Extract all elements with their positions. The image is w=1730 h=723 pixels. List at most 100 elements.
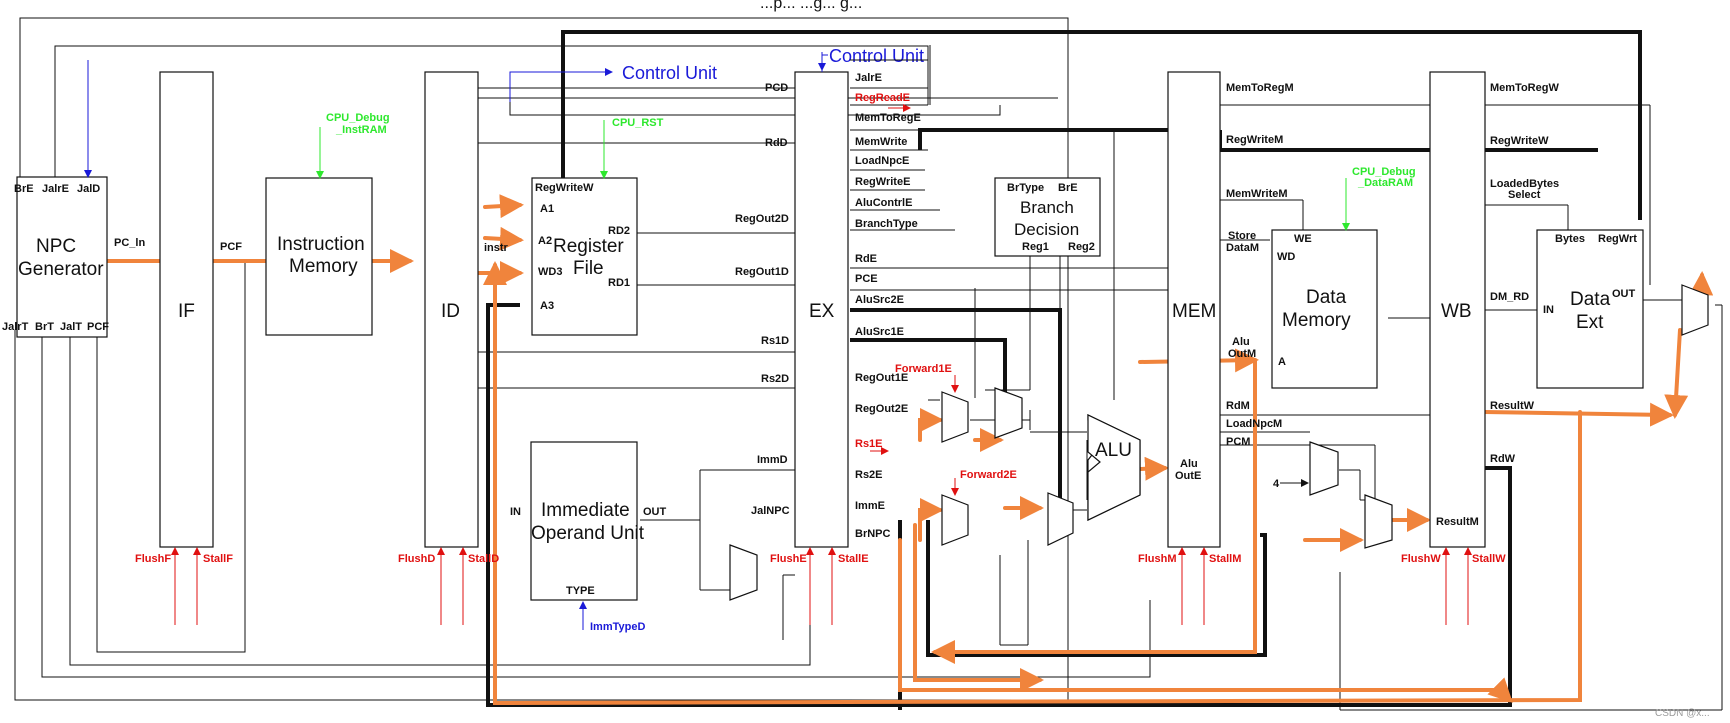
dext-port-in: IN	[1543, 304, 1554, 316]
debug-dataram-2: _DataRAM	[1357, 177, 1413, 189]
dmem-title-1: Data	[1306, 287, 1347, 308]
register-file: Register File RegWriteW A1 A2 WD3 A3 RD2…	[531, 177, 638, 336]
imm-type-label: ImmTypeD	[590, 621, 645, 633]
sig-loadedbytes: LoadedBytes	[1490, 178, 1559, 190]
flushw-label: FlushW	[1401, 553, 1441, 565]
sig-pcm: PCM	[1226, 436, 1250, 448]
mux-alusrc2	[1047, 492, 1074, 546]
sig-regreade: RegReadE	[855, 92, 910, 104]
regfile-title-1: Register	[553, 236, 624, 257]
sig-pce: PCE	[855, 273, 878, 285]
npc-port-brt: BrT	[35, 321, 54, 333]
npc-generator: NPC Generator BrE JalrE JalD JalrT BrT J…	[2, 176, 109, 338]
if-stage: IF	[159, 71, 214, 548]
regfile-port-wd3: WD3	[538, 266, 562, 278]
debug-instram-2: _InstRAM	[335, 124, 387, 136]
id-label: ID	[441, 301, 460, 322]
dmem-port-we: WE	[1294, 233, 1312, 245]
imm-title-2: Operand Unit	[531, 523, 645, 544]
stallm-label: StallM	[1209, 553, 1241, 565]
mem-signal-labels: MemToRegM RegWriteM MemWriteM Store Data…	[1175, 82, 1294, 482]
imem-title-2: Memory	[289, 256, 358, 277]
forward-muxes	[729, 284, 1709, 601]
sig-resultw: ResultW	[1490, 400, 1535, 412]
feedback-wires	[14, 17, 1151, 701]
debug-instram-1: CPU_Debug	[326, 112, 390, 124]
sig-branchtype: BranchType	[855, 218, 918, 230]
dext-port-out: OUT	[1612, 288, 1636, 300]
mux-pcplus4	[1309, 441, 1339, 496]
dext-title-2: Ext	[1576, 312, 1604, 333]
control-unit-label-1: Control Unit	[622, 63, 717, 83]
sig-regout2d: RegOut2D	[735, 213, 789, 225]
regfile-port-rd2: RD2	[608, 225, 630, 237]
sig-regwritee: RegWriteE	[855, 176, 910, 188]
branch-port-bre: BrE	[1058, 182, 1078, 194]
dmem-port-a: A	[1278, 356, 1286, 368]
stalle-label: StallE	[838, 553, 869, 565]
imm-port-in: IN	[510, 506, 521, 518]
sig-rs1e: Rs1E	[855, 438, 883, 450]
sig-rs2d: Rs2D	[761, 373, 789, 385]
sig-alucontrle: AluContrlE	[855, 197, 912, 209]
sig-regout2e: RegOut2E	[855, 403, 908, 415]
ex-label: EX	[809, 301, 835, 322]
sig-immd: ImmD	[757, 454, 788, 466]
dmem-title-2: Memory	[1282, 310, 1351, 331]
immediate-unit: Immediate Operand Unit OUT IN TYPE	[510, 441, 667, 601]
sig-alu-outm-1: Alu	[1232, 336, 1250, 348]
watermark: CSDN @x...	[1655, 708, 1710, 719]
mux-forward2	[941, 494, 969, 546]
sig-alu-oute-1: Alu	[1180, 458, 1198, 470]
sig-imme: ImmE	[855, 500, 885, 512]
sig-rs1d: Rs1D	[761, 335, 789, 347]
sig-alusrc1e: AluSrc1E	[855, 326, 904, 338]
sig-store: Store	[1228, 230, 1256, 242]
forward1-label: Forward1E	[895, 363, 952, 375]
sig-alu-outm-2: OutM	[1228, 348, 1256, 360]
sig-regout1d: RegOut1D	[735, 266, 789, 278]
pcf-label: PCF	[220, 241, 242, 253]
regfile-port-a1: A1	[540, 203, 554, 215]
branch-port-brtype: BrType	[1007, 182, 1044, 194]
mux-result	[1364, 494, 1393, 549]
sig-rdd: RdD	[765, 137, 788, 149]
regfile-port-regwrite: RegWriteW	[535, 182, 594, 194]
npc-port-bre: BrE	[14, 183, 34, 195]
sig-memwrite: MemWrite	[855, 136, 907, 148]
pc-in-label: PC_ln	[114, 237, 145, 249]
id-ex-signal-labels: PCD RdD RegOut2D RegOut1D Rs1D Rs2D ImmD…	[735, 82, 790, 517]
branch-port-reg1: Reg1	[1022, 241, 1049, 253]
sig-jalre: JalrE	[855, 72, 882, 84]
sig-rdm: RdM	[1226, 400, 1250, 412]
sig-loadnpcm: LoadNpcM	[1226, 418, 1282, 430]
sig-alusrc2e: AluSrc2E	[855, 294, 904, 306]
sig-alu-oute-2: OutE	[1175, 470, 1201, 482]
flushd-label: FlushD	[398, 553, 435, 565]
stalld-label: StallD	[468, 553, 499, 565]
npc-port-jalt: JalT	[60, 321, 82, 333]
data-ext: Data Ext Bytes RegWrt IN OUT	[1536, 229, 1644, 389]
control-unit-label-2: Control Unit	[829, 46, 924, 66]
dmem-port-wd: WD	[1277, 251, 1295, 263]
sig-dm-rd: DM_RD	[1490, 291, 1529, 303]
instruction-memory: Instruction Memory	[265, 177, 373, 336]
id-stage: ID	[424, 71, 479, 548]
dext-port-bytes: Bytes	[1555, 233, 1585, 245]
npc-port-jalrt: JalrT	[2, 321, 29, 333]
if-label: IF	[178, 301, 195, 322]
data-memory: Data Memory WE WD A	[1271, 229, 1378, 389]
imem-title-1: Instruction	[277, 234, 365, 255]
wb-label: WB	[1441, 301, 1472, 322]
sig-regout1e: RegOut1E	[855, 372, 908, 384]
flushm-label: FlushM	[1138, 553, 1177, 565]
npc-title-2: Generator	[18, 259, 104, 280]
mem-stage: MEM	[1167, 71, 1221, 548]
sig-jalnpc: JalNPC	[751, 505, 790, 517]
branch-title-2: Decision	[1014, 220, 1079, 239]
npc-port-jald: JalD	[77, 183, 100, 195]
regfile-port-rd1: RD1	[608, 277, 630, 289]
mem-label: MEM	[1172, 301, 1216, 322]
imm-port-type: TYPE	[566, 585, 595, 597]
sig-pcd: PCD	[765, 82, 788, 94]
